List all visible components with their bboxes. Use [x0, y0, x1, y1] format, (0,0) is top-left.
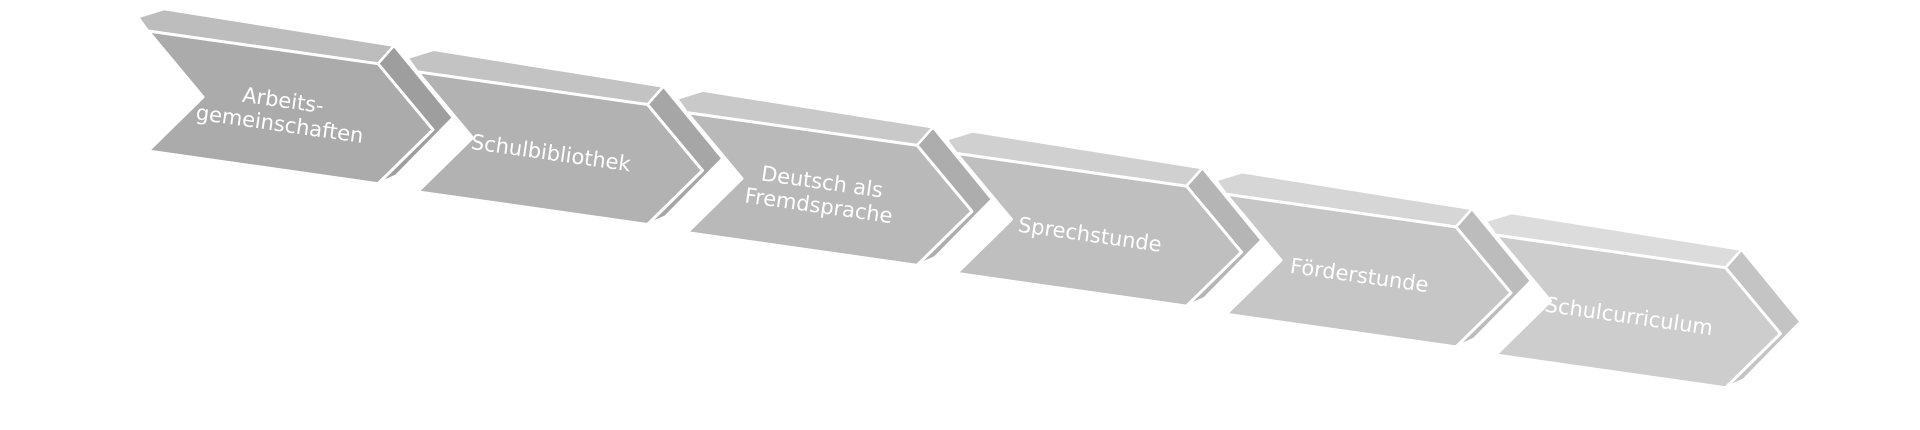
step-chevron-face	[1224, 192, 1513, 349]
step-chevron-face	[416, 70, 704, 226]
step-label: Deutsch alsFremdsprache	[743, 160, 897, 228]
process-step: Schulcurriculum	[1484, 211, 1802, 390]
process-step: Schulbibliothek	[406, 48, 724, 226]
process-step: Sprechstunde	[945, 130, 1263, 308]
step-chevron-face	[146, 29, 435, 186]
process-step: Arbeits-gemeinschaften	[136, 7, 455, 186]
step-chevron-face	[685, 111, 974, 267]
process-step: Deutsch alsFremdsprache	[675, 89, 994, 267]
step-chevron-face	[1494, 233, 1782, 390]
process-step: Förderstunde	[1214, 170, 1533, 349]
step-chevron-face	[955, 151, 1243, 308]
